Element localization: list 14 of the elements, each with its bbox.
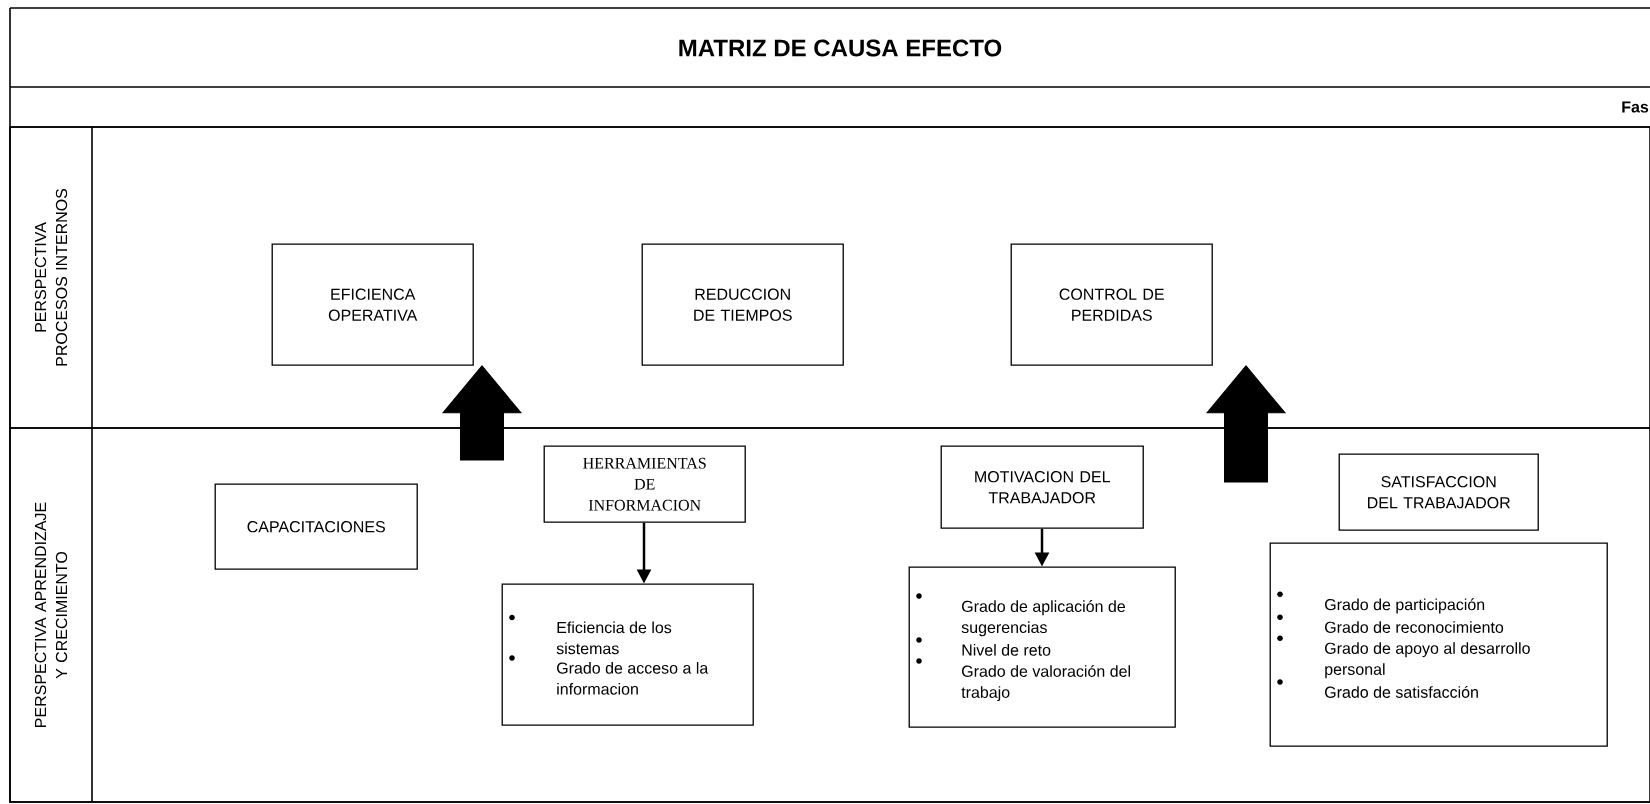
bullet-list-box: Grado de participación Grado de reconocimiento Grado de apoyo al desarrollo personal Grado de satisfacción: [1269, 542, 1608, 747]
process-box: EFICIENCA OPERATIVA: [271, 243, 474, 366]
process-box: CONTROL DE PERDIDAS: [1010, 243, 1213, 366]
bullet-list-box: Eficiencia de los sistemas Grado de acceso a la informacion: [501, 583, 754, 726]
process-box: CAPACITACIONES: [214, 483, 418, 570]
block-arrow: [442, 365, 522, 461]
block-arrow: [1206, 365, 1286, 483]
process-box: MOTIVACION DEL TRABAJADOR: [940, 445, 1144, 529]
bullet-list-box: Grado de aplicación de sugerencias Nivel de reto Grado de valoración del trabajo: [908, 566, 1176, 728]
header-text: Fas: [1622, 101, 1649, 113]
process-box: HERRAMIENTAS DE INFORMACION: [543, 445, 746, 523]
process-box: REDUCCION DE TIEMPOS: [641, 243, 844, 366]
process-box: SATISFACCION DEL TRABAJADOR: [1338, 453, 1539, 531]
title: MATRIZ DE CAUSA EFECTO: [679, 39, 1002, 57]
